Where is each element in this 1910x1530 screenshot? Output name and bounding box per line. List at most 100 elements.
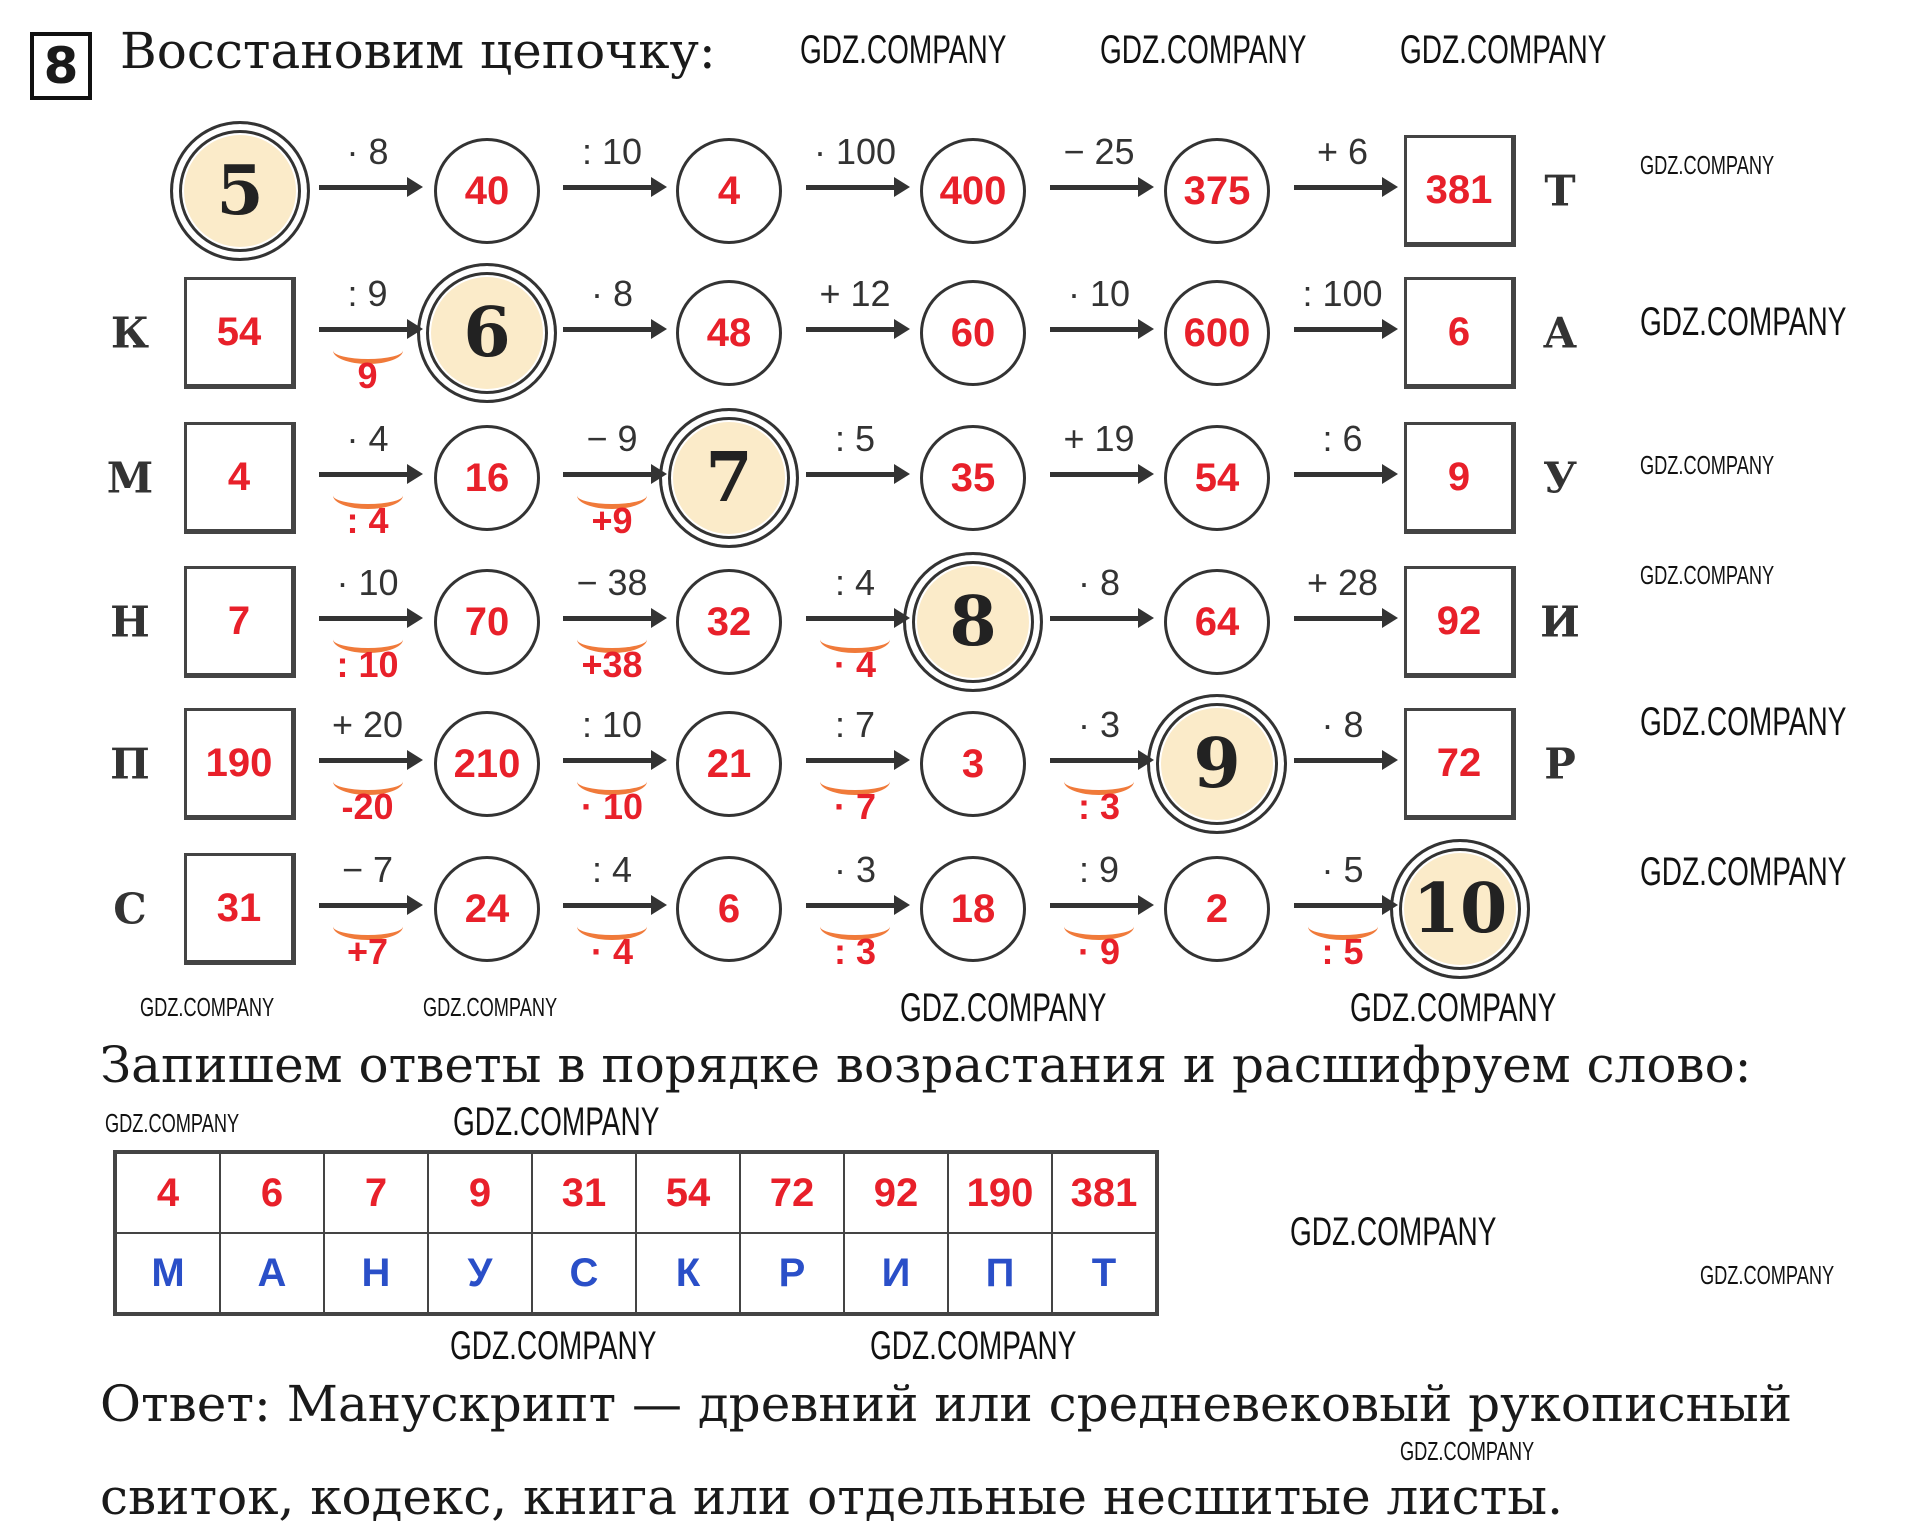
arrow-icon bbox=[1293, 608, 1398, 628]
arrow-icon bbox=[318, 464, 423, 484]
operation-arrow: + 28 bbox=[1288, 562, 1398, 682]
watermark: GDZ.COMPANY bbox=[1640, 450, 1775, 480]
operation-label: · 5 bbox=[1321, 849, 1364, 890]
arrow-icon bbox=[318, 608, 423, 628]
number-circle: 2 bbox=[1164, 856, 1270, 962]
arrow-icon bbox=[806, 319, 910, 339]
table-number: 190 bbox=[947, 1151, 1053, 1234]
row-letter-left: К bbox=[110, 308, 150, 358]
watermark: GDZ.COMPANY bbox=[1640, 300, 1847, 344]
table-number: 4 bbox=[114, 1151, 221, 1234]
answer-line-2: свиток, кодекс, книга или отдельные несш… bbox=[100, 1468, 1563, 1526]
operation-label: · 4 bbox=[346, 418, 389, 459]
watermark: GDZ.COMPANY bbox=[1100, 28, 1307, 72]
start-number: 9 bbox=[1161, 708, 1273, 820]
reverse-operation-label: · 9 bbox=[1077, 931, 1120, 972]
table-letter: К bbox=[635, 1232, 741, 1315]
operation-arrow: + 12 bbox=[800, 273, 910, 393]
arrow-icon bbox=[1050, 319, 1154, 339]
number-circle: 6 bbox=[417, 263, 557, 403]
arrow-icon bbox=[563, 895, 667, 915]
table-letter: П bbox=[947, 1232, 1053, 1315]
arrow-icon bbox=[1050, 177, 1154, 197]
reverse-operation-label: : 3 bbox=[1077, 786, 1120, 827]
number-circle: 48 bbox=[676, 280, 782, 386]
watermark: GDZ.COMPANY bbox=[453, 1100, 660, 1144]
operation-arrow: : 4· 4 bbox=[557, 849, 667, 972]
operation-label: · 3 bbox=[833, 849, 876, 890]
arrow-icon bbox=[1293, 464, 1398, 484]
operation-arrow: + 6 bbox=[1288, 131, 1398, 251]
operation-label: − 9 bbox=[586, 418, 638, 459]
operation-label: + 20 bbox=[331, 704, 404, 745]
arrow-icon bbox=[806, 750, 910, 770]
answer-box: 4 bbox=[184, 422, 296, 534]
row-letter-right: Р bbox=[1544, 739, 1576, 789]
watermark: GDZ.COMPANY bbox=[1400, 1436, 1535, 1466]
reverse-arrow-icon bbox=[577, 913, 647, 940]
operation-label: · 3 bbox=[1077, 704, 1120, 745]
reverse-arrow-icon bbox=[332, 626, 403, 653]
reverse-arrow-icon bbox=[577, 768, 647, 795]
arrow-icon bbox=[1050, 464, 1154, 484]
table-number: 7 bbox=[323, 1151, 429, 1234]
arrow-icon bbox=[1293, 177, 1398, 197]
arrow-icon bbox=[806, 464, 910, 484]
operation-arrow: − 7+7 bbox=[313, 849, 423, 972]
operation-arrow: · 4: 4 bbox=[313, 418, 423, 541]
arrow-icon bbox=[1050, 750, 1154, 770]
number-circle: 24 bbox=[434, 856, 540, 962]
arrow-icon bbox=[1293, 319, 1398, 339]
number-circle: 375 bbox=[1164, 138, 1270, 244]
number-circle: 16 bbox=[434, 425, 540, 531]
row-letter-left: С bbox=[113, 884, 147, 934]
number-circle: 6 bbox=[676, 856, 782, 962]
table-number: 6 bbox=[219, 1151, 325, 1234]
watermark: GDZ.COMPANY bbox=[1640, 560, 1775, 590]
arrow-icon bbox=[1050, 895, 1154, 915]
arrow-icon bbox=[806, 895, 910, 915]
number-circle: 32 bbox=[676, 569, 782, 675]
operation-arrow: · 10 bbox=[1044, 273, 1154, 393]
answer-box: 92 bbox=[1404, 566, 1516, 678]
operation-arrow: · 5: 5 bbox=[1288, 849, 1398, 972]
operation-label: − 38 bbox=[576, 562, 648, 603]
arrow-icon bbox=[318, 177, 423, 197]
arrow-icon bbox=[318, 319, 423, 339]
table-letter: А bbox=[219, 1232, 325, 1315]
number-circle: 3 bbox=[920, 711, 1026, 817]
reverse-arrow-icon bbox=[820, 768, 890, 795]
operation-arrow: · 3 : 3 bbox=[1044, 704, 1154, 827]
table-number: 31 bbox=[531, 1151, 637, 1234]
watermark: GDZ.COMPANY bbox=[870, 1324, 1077, 1368]
number-circle: 35 bbox=[920, 425, 1026, 531]
operation-label: : 7 bbox=[834, 704, 876, 745]
operation-label: · 8 bbox=[1321, 704, 1364, 745]
operation-label: − 7 bbox=[341, 849, 394, 890]
arrow-icon bbox=[806, 608, 910, 628]
operation-label: + 6 bbox=[1316, 131, 1369, 172]
number-circle: 8 bbox=[903, 552, 1043, 692]
table-letter: Р bbox=[739, 1232, 845, 1315]
start-number: 7 bbox=[673, 422, 785, 534]
operation-arrow: + 20-20 bbox=[313, 704, 423, 827]
row-letter-right: А bbox=[1542, 308, 1578, 358]
arrow-icon bbox=[806, 177, 910, 197]
reverse-arrow-icon bbox=[332, 482, 403, 509]
watermark: GDZ.COMPANY bbox=[450, 1324, 657, 1368]
number-circle: 60 bbox=[920, 280, 1026, 386]
arrow-icon bbox=[563, 750, 667, 770]
row-letter-right: У bbox=[1542, 453, 1578, 503]
start-number: 8 bbox=[917, 566, 1029, 678]
operation-arrow: · 8 bbox=[1044, 562, 1154, 682]
watermark: GDZ.COMPANY bbox=[105, 1108, 240, 1138]
reverse-arrow-icon bbox=[332, 913, 403, 940]
watermark: GDZ.COMPANY bbox=[140, 992, 275, 1022]
operation-label: · 8 bbox=[346, 131, 389, 172]
